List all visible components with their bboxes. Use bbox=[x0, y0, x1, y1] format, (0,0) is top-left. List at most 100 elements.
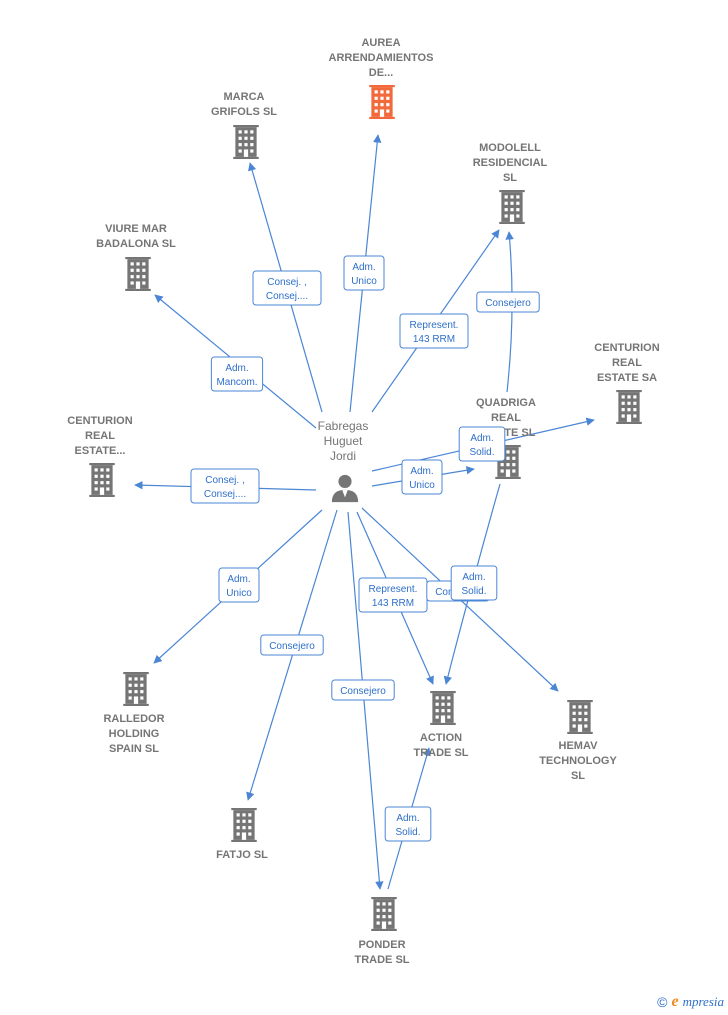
node-label-line: AUREA bbox=[361, 37, 400, 49]
building-icon bbox=[616, 390, 642, 424]
edge-label-text: Adm. bbox=[410, 466, 433, 477]
node-label-line: QUADRIGA bbox=[476, 397, 536, 409]
node-label-line: ACTION bbox=[420, 732, 462, 744]
edge-label-text: Represent. bbox=[369, 584, 418, 595]
edge-label-text: Adm. bbox=[396, 813, 419, 824]
node-label-line: REAL bbox=[612, 357, 642, 369]
brand-logo-e: e bbox=[671, 993, 679, 1010]
edge-label-text: Adm. bbox=[225, 363, 248, 374]
edge-label-text: Adm. bbox=[470, 433, 493, 444]
edge-label-fabregas-ponder[interactable]: Consejero bbox=[331, 679, 395, 701]
node-label-line: ARRENDAMIENTOS bbox=[329, 52, 434, 64]
edge-label-fabregas-marca[interactable]: Consej. ,Consej.... bbox=[252, 270, 322, 306]
edge-label-fabregas-aurea[interactable]: Adm.Unico bbox=[343, 255, 385, 291]
edge-label-box bbox=[260, 634, 324, 656]
edge-label-box bbox=[458, 426, 506, 462]
node-aurea[interactable]: AUREA ARRENDAMIENTOS DE... bbox=[329, 37, 434, 119]
node-fatjo[interactable]: FATJO SL bbox=[216, 808, 268, 861]
edge-label-text: 143 RRM bbox=[413, 334, 455, 345]
edge-label-fabregas-action[interactable]: Represent. 143 RRM bbox=[358, 577, 428, 613]
node-action[interactable]: ACTION TRADE SL bbox=[414, 691, 469, 759]
edge-label-text: Consejero bbox=[485, 298, 531, 309]
node-label-line: MODOLELL bbox=[479, 142, 541, 154]
edge-label-box bbox=[210, 356, 264, 392]
edge-label-text: Adm. bbox=[227, 574, 250, 585]
edge-label-text: Solid. bbox=[461, 586, 486, 597]
building-icon bbox=[233, 125, 259, 159]
edge-label-box bbox=[190, 468, 260, 504]
edge-label-fabregas-centurion_sa[interactable]: Adm.Solid. bbox=[458, 426, 506, 462]
edge-label-text: Consej. , bbox=[205, 475, 244, 486]
building-icon bbox=[89, 463, 115, 497]
node-label-line: PONDER bbox=[358, 939, 405, 951]
building-icon bbox=[430, 691, 456, 725]
edge-label-text: Solid. bbox=[395, 827, 420, 838]
edge-label-box bbox=[476, 291, 540, 313]
edge-label-box bbox=[450, 565, 498, 601]
edge-label-ponder-action[interactable]: Adm. Solid. bbox=[384, 806, 432, 842]
node-label-line: Fabregas bbox=[318, 419, 369, 433]
building-icon bbox=[231, 808, 257, 842]
edge-label-fabregas-modolell[interactable]: Represent. 143 RRM bbox=[399, 313, 469, 349]
node-centurion_dots[interactable]: CENTURION REAL ESTATE... bbox=[67, 415, 133, 497]
copyright-icon: © bbox=[657, 994, 668, 1010]
node-viure[interactable]: VIURE MAR BADALONA SL bbox=[96, 223, 176, 291]
edge-label-quadriga-action[interactable]: Adm. Solid. bbox=[450, 565, 498, 601]
node-label-line: Jordi bbox=[330, 449, 356, 463]
node-label-line: REAL bbox=[491, 412, 521, 424]
node-label-line: TECHNOLOGY bbox=[539, 755, 617, 767]
node-label-line: FATJO SL bbox=[216, 849, 268, 861]
building-icon bbox=[125, 257, 151, 291]
edge-label-text: 143 RRM bbox=[372, 598, 414, 609]
edge-label-box bbox=[343, 255, 385, 291]
node-label-line: HEMAV bbox=[559, 740, 599, 752]
building-icon bbox=[123, 672, 149, 706]
node-label-line: TRADE SL bbox=[355, 954, 410, 966]
edge-label-text: Consej.... bbox=[266, 291, 308, 302]
node-label-line: GRIFOLS SL bbox=[211, 106, 277, 118]
edge-label-fabregas-quadriga[interactable]: Adm.Unico bbox=[401, 459, 443, 495]
node-label-line: RALLEDOR bbox=[103, 713, 164, 725]
edge-label-text: Unico bbox=[226, 588, 252, 599]
node-label-line: VIURE MAR bbox=[105, 223, 167, 235]
person-icon bbox=[331, 474, 359, 503]
node-label-line: CENTURION bbox=[594, 342, 659, 354]
edge-label-box bbox=[399, 313, 469, 349]
node-label-line: ESTATE... bbox=[75, 445, 126, 457]
node-label-line: Huguet bbox=[324, 434, 363, 448]
edge-label-quadriga-modolell[interactable]: Consejero bbox=[476, 291, 540, 313]
edge-label-text: Mancom. bbox=[216, 377, 257, 388]
node-label-line: CENTURION bbox=[67, 415, 132, 427]
edge-label-fabregas-fatjo[interactable]: Consejero bbox=[260, 634, 324, 656]
node-label-line: TRADE SL bbox=[414, 747, 469, 759]
edge-label-box bbox=[401, 459, 443, 495]
edge-label-fabregas-ralledor[interactable]: Adm. Unico bbox=[218, 567, 260, 603]
edge-label-fabregas-centurion_dots[interactable]: Consej. , Consej.... bbox=[190, 468, 260, 504]
edge-label-text: Adm. bbox=[462, 572, 485, 583]
building-icon bbox=[371, 897, 397, 931]
edge-label-text: Represent. bbox=[410, 320, 459, 331]
node-label-line: BADALONA SL bbox=[96, 238, 176, 250]
edge-label-fabregas-viure[interactable]: Adm. Mancom. bbox=[210, 356, 264, 392]
edge-label-box bbox=[218, 567, 260, 603]
edge-label-text: Consejero bbox=[340, 686, 386, 697]
node-label-line: DE... bbox=[369, 67, 393, 79]
node-ponder[interactable]: PONDER TRADE SL bbox=[355, 897, 410, 966]
node-label-line: SL bbox=[503, 172, 517, 184]
node-label-line: REAL bbox=[85, 430, 115, 442]
building-icon bbox=[369, 85, 395, 119]
edge-label-text: Consejero bbox=[269, 641, 315, 652]
building-icon bbox=[567, 700, 593, 734]
brand-logo-text: mpresia bbox=[682, 994, 724, 1009]
node-label-line: HOLDING bbox=[109, 728, 160, 740]
edge-label-text: Consej.... bbox=[204, 489, 246, 500]
